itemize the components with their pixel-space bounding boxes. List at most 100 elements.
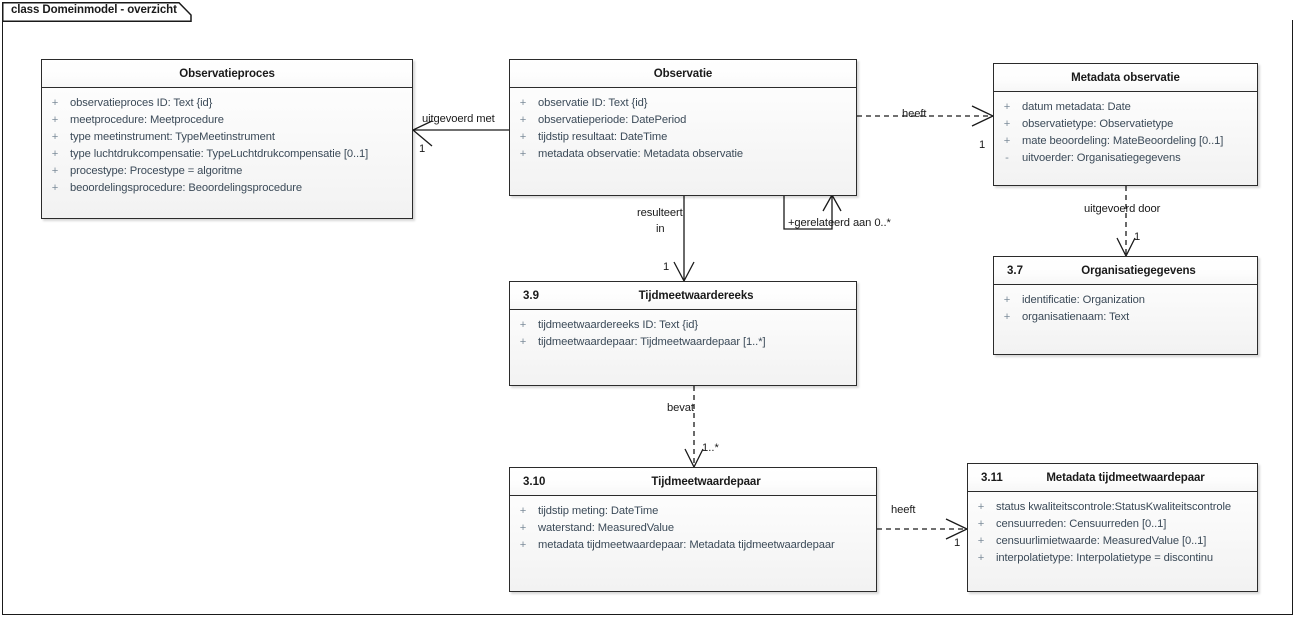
attribute-row: + type luchtdrukcompensatie: TypeLuchtdr… bbox=[42, 146, 412, 163]
attribute-signature: type meetinstrument: TypeMeetinstrument bbox=[70, 131, 275, 143]
class-box-observatie[interactable]: Observatie + observatie ID: Text {id} + … bbox=[509, 59, 857, 196]
class-number-tijdmeetwaardepaar: 3.10 bbox=[523, 475, 546, 488]
attribute-signature: procestype: Procestype = algoritme bbox=[70, 165, 243, 177]
attribute-row: + procestype: Procestype = algoritme bbox=[42, 163, 412, 180]
connector-label-uitgevoerd-door: uitgevoerd door bbox=[1084, 203, 1161, 215]
attribute-signature: tijdmeetwaardepaar: Tijdmeetwaardepaar [… bbox=[538, 336, 766, 348]
attribute-visibility: + bbox=[1003, 294, 1011, 306]
attribute-row: + identificatie: Organization bbox=[994, 292, 1257, 309]
class-attributes-metadata-observatie: + datum metadata: Date + observatietype:… bbox=[994, 92, 1257, 167]
attribute-signature: beoordelingsprocedure: Beoordelingsproce… bbox=[70, 182, 302, 194]
connector-label-bevat: bevat bbox=[667, 402, 694, 414]
attribute-signature: identificatie: Organization bbox=[1022, 294, 1145, 306]
attribute-row: + interpolatietype: Interpolatietype = d… bbox=[968, 550, 1257, 567]
connector-multiplicity-uitgevoerd-door: 1 bbox=[1134, 231, 1141, 243]
attribute-signature: waterstand: MeasuredValue bbox=[538, 522, 674, 534]
attribute-signature: censuurlimietwaarde: MeasuredValue [0..1… bbox=[996, 535, 1207, 547]
attribute-visibility: + bbox=[51, 165, 59, 177]
class-box-metadata-observatie[interactable]: Metadata observatie + datum metadata: Da… bbox=[993, 63, 1258, 186]
attribute-row: + tijdmeetwaardepaar: Tijdmeetwaardepaar… bbox=[510, 334, 856, 351]
attribute-row: + beoordelingsprocedure: Beoordelingspro… bbox=[42, 180, 412, 197]
class-attributes-observatieproces: + observatieproces ID: Text {id} + meetp… bbox=[42, 88, 412, 197]
attribute-visibility: + bbox=[519, 114, 527, 126]
attribute-row: + meetprocedure: Meetprocedure bbox=[42, 112, 412, 129]
class-title-tijdmeetwaardepaar: Tijdmeetwaardepaar bbox=[651, 475, 761, 488]
attribute-visibility: + bbox=[51, 97, 59, 109]
class-title-metadata-tijdmeetwaardepaar: Metadata tijdmeetwaardepaar bbox=[1046, 471, 1205, 484]
class-box-metadata-tijdmeetwaardepaar[interactable]: 3.11 Metadata tijdmeetwaardepaar + statu… bbox=[967, 463, 1258, 592]
attribute-visibility: + bbox=[1003, 118, 1011, 130]
class-header-metadata-tijdmeetwaardepaar: 3.11 Metadata tijdmeetwaardepaar bbox=[968, 464, 1257, 492]
attribute-signature: metadata observatie: Metadata observatie bbox=[538, 148, 743, 160]
attribute-visibility: + bbox=[519, 505, 527, 517]
attribute-visibility: + bbox=[519, 131, 527, 143]
connector-label-in: in bbox=[656, 223, 665, 235]
attribute-signature: observatietype: Observatietype bbox=[1022, 118, 1174, 130]
class-title-observatie: Observatie bbox=[653, 67, 713, 80]
connector-multiplicity-uitgevoerd-met: 1 bbox=[419, 143, 426, 155]
connector-multiplicity-resulteert-in: 1 bbox=[663, 261, 670, 273]
connector-label-gerelateerd-aan: +gerelateerd aan 0..* bbox=[788, 217, 891, 229]
attribute-row: + tijdstip resultaat: DateTime bbox=[510, 129, 856, 146]
class-box-tijdmeetwaardereeks[interactable]: 3.9 Tijdmeetwaardereeks + tijdmeetwaarde… bbox=[509, 281, 857, 386]
attribute-row: + censuurlimietwaarde: MeasuredValue [0.… bbox=[968, 533, 1257, 550]
connector-multiplicity-heeft-observatie: 1 bbox=[979, 139, 986, 151]
attribute-signature: uitvoerder: Organisatiegegevens bbox=[1022, 152, 1181, 164]
attribute-visibility: + bbox=[519, 97, 527, 109]
class-header-tijdmeetwaardereeks: 3.9 Tijdmeetwaardereeks bbox=[510, 282, 856, 310]
attribute-signature: status kwaliteitscontrole:StatusKwalitei… bbox=[996, 501, 1232, 513]
attribute-row: + status kwaliteitscontrole:StatusKwalit… bbox=[968, 499, 1257, 516]
attribute-row: + mate beoordeling: MateBeoordeling [0..… bbox=[994, 133, 1257, 150]
class-title-observatieproces: Observatieproces bbox=[179, 67, 275, 80]
attribute-visibility: + bbox=[1003, 311, 1011, 323]
attribute-signature: type luchtdrukcompensatie: TypeLuchtdruk… bbox=[70, 148, 369, 160]
attribute-row: + tijdstip meting: DateTime bbox=[510, 503, 876, 520]
attribute-row: + observatieproces ID: Text {id} bbox=[42, 95, 412, 112]
attribute-visibility: + bbox=[519, 522, 527, 534]
diagram-title: class Domeinmodel - overzicht bbox=[11, 4, 177, 16]
attribute-row: + type meetinstrument: TypeMeetinstrumen… bbox=[42, 129, 412, 146]
connector-label-heeft-tijdmeetwaardepaar: heeft bbox=[891, 504, 916, 516]
class-title-organisatiegegevens: Organisatiegegevens bbox=[1081, 264, 1196, 277]
attribute-signature: tijdstip resultaat: DateTime bbox=[538, 131, 668, 143]
attribute-visibility: + bbox=[977, 552, 985, 564]
attribute-visibility: + bbox=[51, 131, 59, 143]
class-header-observatieproces: Observatieproces bbox=[42, 60, 412, 88]
attribute-visibility: + bbox=[1003, 101, 1011, 113]
attribute-visibility: + bbox=[1003, 135, 1011, 147]
attribute-visibility: + bbox=[519, 319, 527, 331]
class-header-observatie: Observatie bbox=[510, 60, 856, 88]
attribute-visibility: + bbox=[519, 539, 527, 551]
class-box-tijdmeetwaardepaar[interactable]: 3.10 Tijdmeetwaardepaar + tijdstip metin… bbox=[509, 467, 877, 592]
class-box-observatieproces[interactable]: Observatieproces + observatieproces ID: … bbox=[41, 59, 413, 219]
attribute-signature: tijdstip meting: DateTime bbox=[538, 505, 659, 517]
attribute-visibility: + bbox=[977, 518, 985, 530]
attribute-row: + observatie ID: Text {id} bbox=[510, 95, 856, 112]
class-title-tijdmeetwaardereeks: Tijdmeetwaardereeks bbox=[638, 289, 754, 302]
attribute-signature: observatieperiode: DatePeriod bbox=[538, 114, 687, 126]
attribute-visibility: + bbox=[51, 182, 59, 194]
connector-multiplicity-bevat: 1..* bbox=[702, 442, 719, 454]
attribute-row: + metadata tijdmeetwaardepaar: Metadata … bbox=[510, 537, 876, 554]
attribute-row: + tijdmeetwaardereeks ID: Text {id} bbox=[510, 317, 856, 334]
class-attributes-tijdmeetwaardepaar: + tijdstip meting: DateTime + waterstand… bbox=[510, 496, 876, 554]
class-number-tijdmeetwaardereeks: 3.9 bbox=[523, 289, 539, 302]
attribute-signature: organisatienaam: Text bbox=[1022, 311, 1130, 323]
attribute-row: - uitvoerder: Organisatiegegevens bbox=[994, 150, 1257, 167]
class-header-metadata-observatie: Metadata observatie bbox=[994, 64, 1257, 92]
attribute-row: + datum metadata: Date bbox=[994, 99, 1257, 116]
attribute-row: + observatietype: Observatietype bbox=[994, 116, 1257, 133]
class-header-organisatiegegevens: 3.7 Organisatiegegevens bbox=[994, 257, 1257, 285]
connector-multiplicity-heeft-tijdmeetwaardepaar: 1 bbox=[954, 537, 961, 549]
attribute-signature: datum metadata: Date bbox=[1022, 101, 1131, 113]
class-attributes-metadata-tijdmeetwaardepaar: + status kwaliteitscontrole:StatusKwalit… bbox=[968, 492, 1257, 567]
attribute-visibility: + bbox=[51, 148, 59, 160]
attribute-visibility: + bbox=[51, 114, 59, 126]
attribute-visibility: + bbox=[977, 501, 985, 513]
class-box-organisatiegegevens[interactable]: 3.7 Organisatiegegevens + identificatie:… bbox=[993, 256, 1258, 355]
attribute-visibility: - bbox=[1005, 152, 1009, 164]
class-attributes-tijdmeetwaardereeks: + tijdmeetwaardereeks ID: Text {id} + ti… bbox=[510, 310, 856, 351]
attribute-signature: interpolatietype: Interpolatietype = dis… bbox=[996, 552, 1214, 564]
attribute-row: + observatieperiode: DatePeriod bbox=[510, 112, 856, 129]
